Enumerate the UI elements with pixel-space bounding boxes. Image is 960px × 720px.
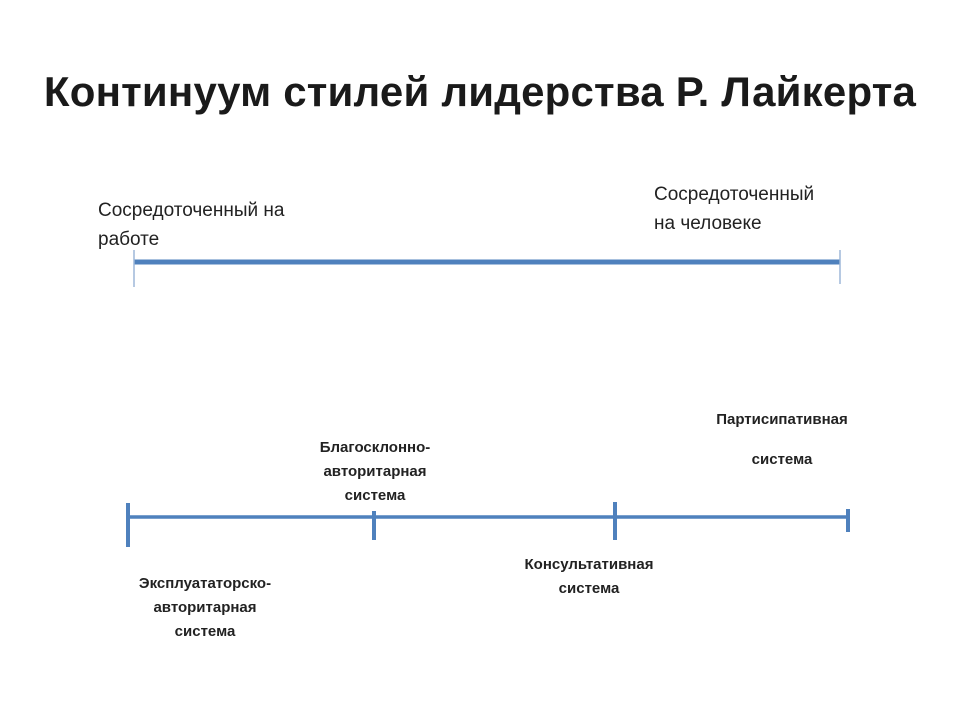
stage-benevolent-authoritative: Благосклонно- авторитарная система bbox=[270, 436, 480, 508]
stage-2-line-2: авторитарная bbox=[323, 463, 427, 480]
stage-participative: Партисипативная система bbox=[682, 408, 882, 472]
stage-1-line-2: авторитарная bbox=[153, 599, 257, 616]
stage-3-line-1: Консультативная bbox=[524, 556, 654, 573]
stage-exploitative-authoritative: Эксплуататорско- авторитарная система bbox=[100, 572, 310, 644]
scale-left-end-label: Сосредоточенный на работе bbox=[98, 196, 358, 254]
stage-4-line-2: система bbox=[751, 451, 813, 468]
stage-consultative: Консультативная система bbox=[484, 553, 694, 601]
left-label-line-2: работе bbox=[98, 229, 160, 250]
slide-title: Континуум стилей лидерства Р. Лайкерта bbox=[43, 68, 917, 115]
right-label-line-1: Сосредоточенный bbox=[654, 184, 815, 205]
scale-right-end-label: Сосредоточенный на человеке bbox=[654, 180, 894, 238]
stage-1-line-3: система bbox=[174, 623, 236, 640]
left-label-line-1: Сосредоточенный на bbox=[98, 200, 285, 221]
stage-2-line-3: система bbox=[344, 487, 406, 504]
stage-4-line-1: Партисипативная bbox=[716, 411, 848, 428]
stage-3-line-2: система bbox=[558, 580, 620, 597]
right-label-line-2: на человеке bbox=[654, 213, 762, 234]
stage-1-line-1: Эксплуататорско- bbox=[138, 575, 272, 592]
stage-2-line-1: Благосклонно- bbox=[319, 439, 431, 456]
